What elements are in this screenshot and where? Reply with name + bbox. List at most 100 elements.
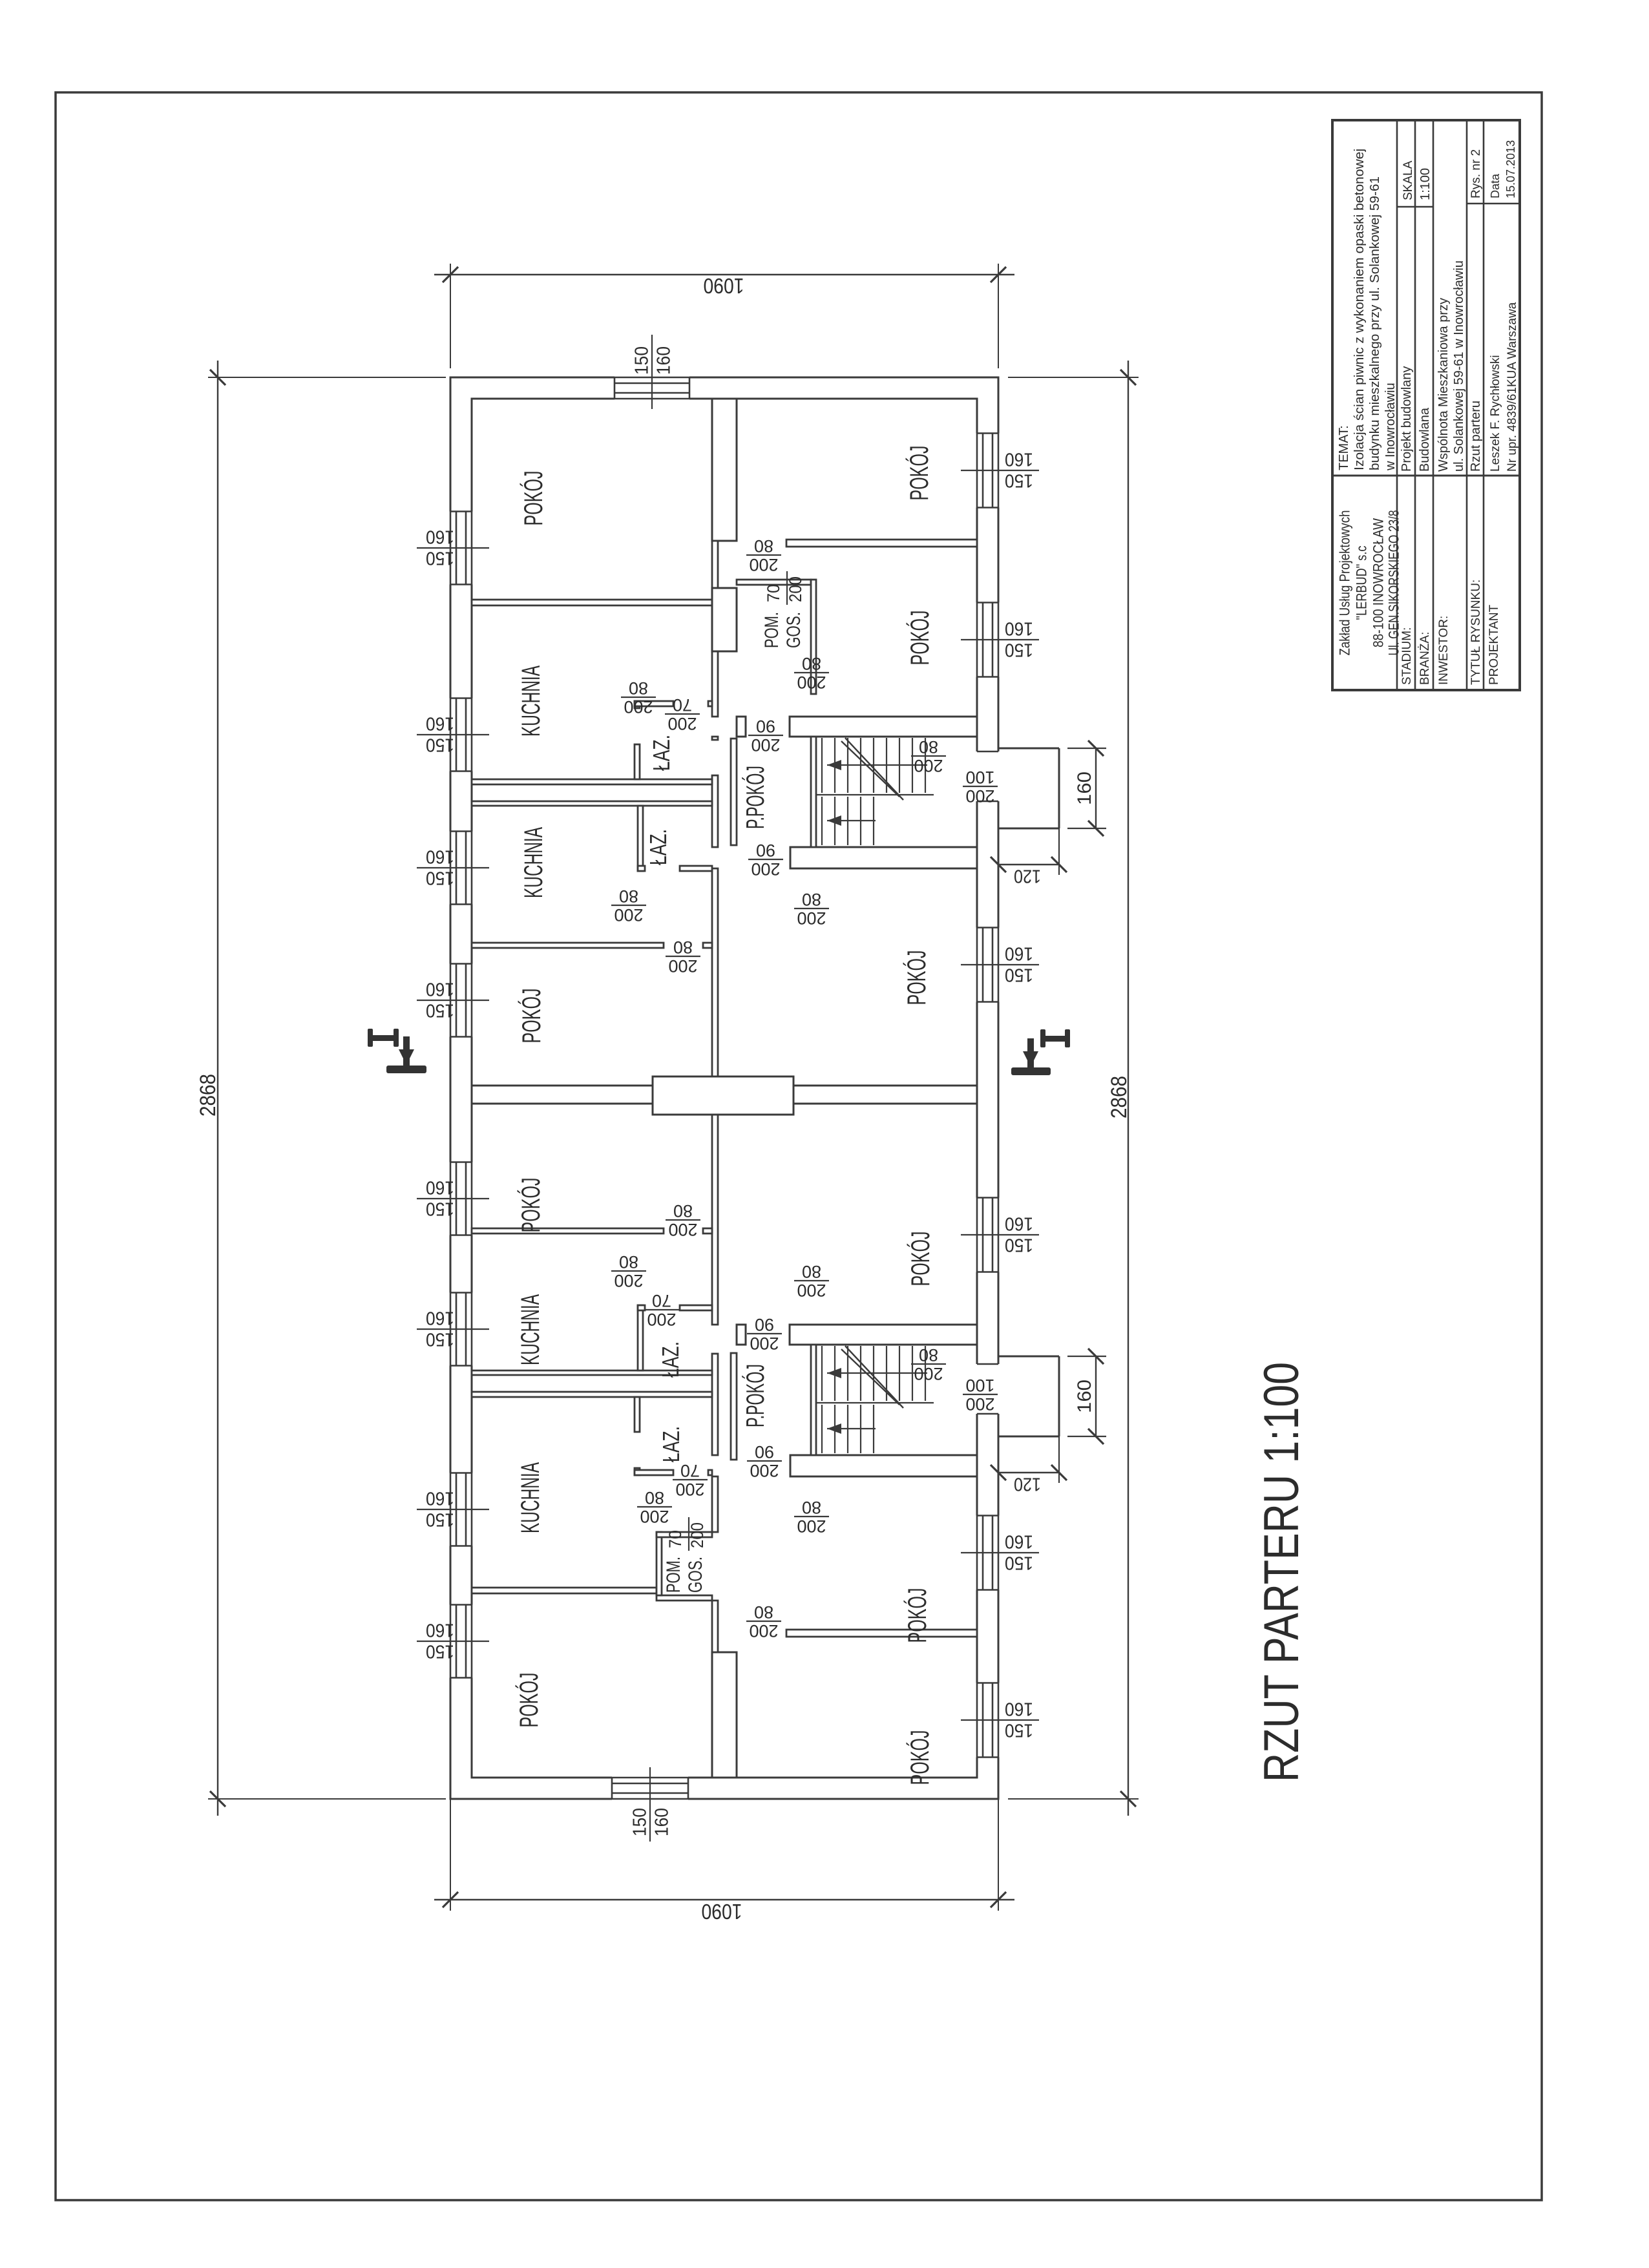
- svg-text:160: 160: [1005, 1531, 1033, 1551]
- svg-text:200: 200: [965, 786, 994, 806]
- svg-text:150: 150: [426, 1509, 454, 1529]
- svg-text:POKÓJ: POKÓJ: [905, 446, 934, 501]
- svg-text:80: 80: [645, 1488, 664, 1507]
- svg-text:160: 160: [426, 846, 454, 866]
- svg-text:150: 150: [426, 1328, 454, 1349]
- svg-text:2868: 2868: [196, 1074, 220, 1117]
- svg-text:POKÓJ: POKÓJ: [905, 611, 934, 666]
- svg-text:POKÓJ: POKÓJ: [514, 1673, 543, 1728]
- svg-text:160: 160: [1005, 1698, 1033, 1719]
- svg-text:150: 150: [1005, 1552, 1033, 1573]
- svg-text:70: 70: [652, 1291, 671, 1310]
- svg-text:160: 160: [426, 978, 454, 999]
- svg-text:w Inowrocławiu: w Inowrocławiu: [1383, 383, 1398, 471]
- svg-text:120: 120: [1014, 865, 1041, 886]
- svg-text:150: 150: [630, 1808, 651, 1836]
- svg-text:160: 160: [1005, 448, 1033, 469]
- svg-text:GOS.: GOS.: [685, 1557, 706, 1593]
- svg-text:80: 80: [629, 678, 648, 698]
- svg-text:80: 80: [802, 1262, 821, 1281]
- svg-text:POKÓJ: POKÓJ: [905, 1730, 934, 1785]
- svg-text:KUCHNIA: KUCHNIA: [516, 1294, 545, 1365]
- svg-text:POKÓJ: POKÓJ: [516, 1178, 545, 1233]
- svg-text:P.POKÓJ: P.POKÓJ: [742, 766, 770, 829]
- svg-text:RZUT PARTERU 1:100: RZUT PARTERU 1:100: [1254, 1362, 1309, 1782]
- svg-text:200: 200: [797, 673, 826, 692]
- svg-text:POM.: POM.: [663, 1557, 684, 1593]
- svg-text:ŁAZ.: ŁAZ.: [648, 735, 675, 771]
- svg-text:ul. Solankowej 59-61 w Inowroc: ul. Solankowej 59-61 w Inowrocławiu: [1452, 260, 1466, 472]
- svg-text:P.POKÓJ: P.POKÓJ: [742, 1364, 770, 1427]
- svg-text:150: 150: [1005, 964, 1033, 985]
- svg-text:80: 80: [754, 536, 773, 556]
- svg-text:150: 150: [1005, 1719, 1033, 1740]
- svg-text:70: 70: [666, 1530, 685, 1548]
- svg-text:150: 150: [1005, 1234, 1033, 1255]
- svg-text:80: 80: [802, 890, 821, 909]
- svg-text:200: 200: [751, 735, 780, 755]
- svg-text:200: 200: [614, 1271, 643, 1290]
- svg-text:POKÓJ: POKÓJ: [906, 1232, 935, 1286]
- svg-text:TEMAT:: TEMAT:: [1337, 425, 1351, 470]
- svg-text:150: 150: [426, 1000, 454, 1020]
- svg-text:70: 70: [680, 1461, 700, 1480]
- svg-text:80: 80: [754, 1602, 773, 1622]
- svg-text:200: 200: [797, 908, 826, 928]
- svg-text:80: 80: [673, 938, 693, 957]
- svg-text:"LERBUD" s.c: "LERBUD" s.c: [1353, 546, 1369, 620]
- svg-text:200: 200: [786, 576, 805, 602]
- svg-text:150: 150: [426, 1641, 454, 1661]
- svg-text:200: 200: [675, 1480, 704, 1499]
- svg-text:80: 80: [919, 1345, 938, 1365]
- svg-text:200: 200: [914, 1364, 943, 1383]
- svg-text:200: 200: [614, 905, 643, 925]
- svg-text:budynku mieszkalnego przy ul.: budynku mieszkalnego przy ul. Solankowej…: [1368, 176, 1382, 470]
- svg-text:160: 160: [654, 346, 675, 375]
- svg-text:80: 80: [802, 1498, 821, 1517]
- svg-text:160: 160: [1005, 618, 1033, 638]
- svg-text:GOS.: GOS.: [783, 612, 804, 648]
- svg-text:160: 160: [426, 1619, 454, 1640]
- svg-text:90: 90: [755, 1442, 774, 1462]
- svg-text:200: 200: [749, 1621, 778, 1641]
- svg-text:150: 150: [1005, 470, 1033, 490]
- svg-text:KUCHNIA: KUCHNIA: [520, 827, 548, 898]
- svg-text:150: 150: [426, 547, 454, 568]
- svg-text:PROJEKTANT: PROJEKTANT: [1487, 604, 1501, 685]
- svg-text:POKÓJ: POKÓJ: [903, 1588, 932, 1643]
- svg-text:150: 150: [632, 346, 653, 375]
- svg-text:200: 200: [668, 1220, 697, 1239]
- svg-text:200: 200: [624, 697, 653, 717]
- svg-text:150: 150: [426, 867, 454, 888]
- svg-text:80: 80: [619, 1252, 638, 1272]
- svg-text:90: 90: [756, 717, 775, 736]
- svg-text:POKÓJ: POKÓJ: [519, 471, 548, 526]
- svg-text:100: 100: [965, 768, 994, 787]
- svg-text:150: 150: [426, 734, 454, 755]
- svg-text:200: 200: [688, 1522, 707, 1548]
- svg-text:200: 200: [667, 714, 697, 733]
- svg-text:KUCHNIA: KUCHNIA: [516, 1462, 545, 1533]
- svg-text:1090: 1090: [702, 1900, 742, 1924]
- svg-text:200: 200: [797, 1517, 826, 1536]
- svg-text:KUCHNIA: KUCHNIA: [517, 666, 545, 737]
- svg-text:200: 200: [750, 1461, 779, 1480]
- svg-text:200: 200: [647, 1310, 676, 1329]
- svg-text:200: 200: [751, 859, 780, 879]
- svg-text:200: 200: [797, 1281, 826, 1300]
- svg-text:INWESTOR:: INWESTOR:: [1437, 616, 1451, 685]
- svg-text:Budowlana: Budowlana: [1418, 407, 1432, 472]
- svg-text:Data: Data: [1489, 173, 1502, 198]
- svg-text:200: 200: [749, 555, 778, 574]
- svg-text:Ul. GEN.SIKORSKIEGO 23/8: Ul. GEN.SIKORSKIEGO 23/8: [1385, 510, 1402, 656]
- svg-text:Leszek F. Rychłowski: Leszek F. Rychłowski: [1489, 355, 1502, 472]
- svg-text:70: 70: [673, 695, 692, 715]
- svg-text:Rys. nr 2: Rys. nr 2: [1469, 149, 1483, 198]
- svg-text:80: 80: [919, 737, 938, 757]
- svg-text:70: 70: [764, 584, 783, 602]
- svg-text:80: 80: [673, 1201, 693, 1221]
- svg-text:2868: 2868: [1107, 1076, 1131, 1118]
- svg-text:160: 160: [426, 526, 454, 547]
- svg-text:160: 160: [426, 713, 454, 733]
- svg-text:160: 160: [1005, 1213, 1033, 1234]
